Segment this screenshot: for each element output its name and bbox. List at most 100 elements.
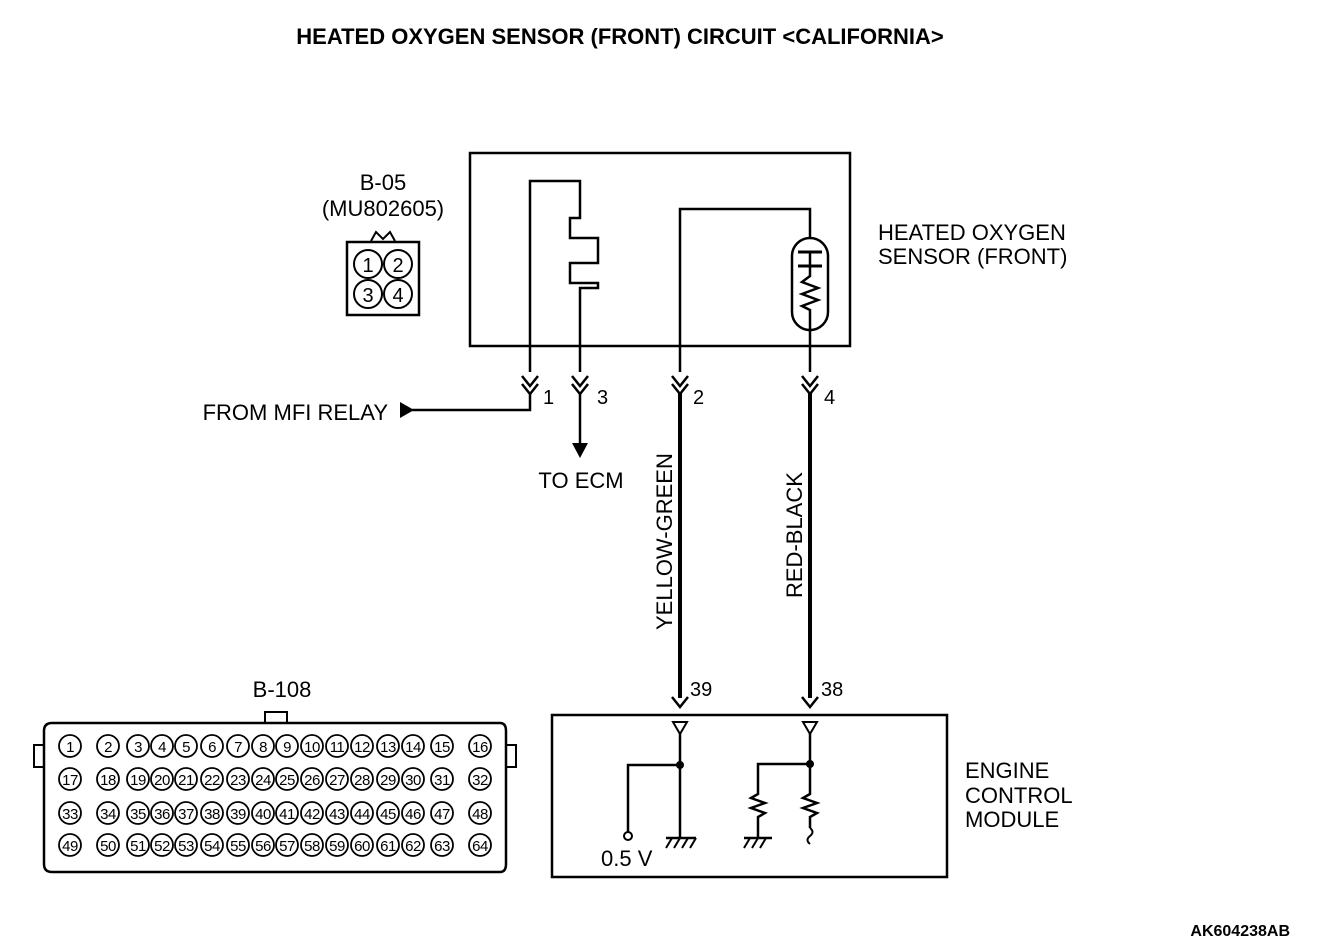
ecm-pin-label: 21 <box>178 772 194 789</box>
ecm-pin-circle <box>200 767 224 791</box>
sensor-connector-part: (MU802605) <box>322 196 444 221</box>
ecm-pin-label: 28 <box>354 772 370 789</box>
ecm-pin-label: 19 <box>130 772 146 789</box>
wire-color-red-black: RED-BLACK <box>782 472 807 598</box>
ecm-pin-label: 25 <box>279 772 295 789</box>
connector-pin: 2 <box>392 255 403 277</box>
wire-color-yellow-green: YELLOW-GREEN <box>652 453 677 630</box>
ecm-pin-label: 56 <box>255 838 271 855</box>
ecm-pin-circle <box>275 767 299 791</box>
connector-pin: 4 <box>392 285 403 307</box>
ecm-pin-label: 52 <box>154 838 170 855</box>
ecm-pin-circle <box>96 767 120 791</box>
terminal-2: 2 <box>693 387 704 409</box>
ecm-pin-circle <box>430 767 454 791</box>
ecm-pin-circle <box>350 833 374 857</box>
terminal-1: 1 <box>543 387 554 409</box>
ecm-pin-circle <box>350 734 374 758</box>
ecm-pin-label: 26 <box>304 772 320 789</box>
connector-key-mark <box>370 230 396 242</box>
ecm-pin-circle <box>174 767 198 791</box>
ecm-pin-label: 1 <box>66 739 74 756</box>
ecm-pin-label: 40 <box>255 806 271 823</box>
ecm-pin-label: 4 <box>158 739 166 756</box>
ecm-pin-label: 41 <box>279 806 295 823</box>
ecm-label-line1: ENGINE <box>965 758 1049 783</box>
ecm-pin-circle <box>350 767 374 791</box>
ecm-pin-circle <box>300 734 324 758</box>
sensor-connector: B-05 (MU802605) 1 2 3 4 <box>322 170 444 317</box>
ecm-pin-circle <box>251 833 275 857</box>
sensing-element <box>678 207 830 372</box>
ecm-pin-circle <box>300 767 324 791</box>
ecm-circuit-38 <box>743 721 821 849</box>
ecm-pin-label: 64 <box>472 838 488 855</box>
ecm-pin-label: 23 <box>230 772 246 789</box>
ecm-pin-label: 27 <box>329 772 345 789</box>
ecm-pin-label: 62 <box>405 838 421 855</box>
ecm-pin-circle <box>58 833 82 857</box>
ecm-pin-circle <box>226 801 250 825</box>
to-ecm-wire: TO ECM <box>538 392 624 493</box>
ecm-pin-circle <box>174 734 198 758</box>
sensor-terminals <box>521 375 819 397</box>
ecm-pin-circle <box>150 767 174 791</box>
ecm-pin-circle <box>376 801 400 825</box>
ecm-pin-label: 42 <box>304 806 320 823</box>
ecm-pin-label: 31 <box>434 772 450 789</box>
ecm-pin-circle <box>401 833 425 857</box>
ecm-pin-label: 57 <box>279 838 295 855</box>
ecm-pin-label: 55 <box>230 838 246 855</box>
ecm-pin-circle <box>401 767 425 791</box>
ecm-pin-circle <box>275 734 299 758</box>
ecm-pin-circle <box>96 734 120 758</box>
ecm-terminals <box>671 696 819 710</box>
ecm-pin-circle <box>401 734 425 758</box>
pulldown-resistor <box>747 790 769 838</box>
ecm-pin-label: 38 <box>204 806 220 823</box>
ecm-pin-circle <box>376 734 400 758</box>
ecm-pin-label: 58 <box>304 838 320 855</box>
ecm-pin-label: 32 <box>472 772 488 789</box>
ecm-pin-circle <box>325 734 349 758</box>
connector-body <box>345 240 421 317</box>
reference-voltage-terminal <box>623 831 633 841</box>
ecm-pin-label: 5 <box>182 739 190 756</box>
supply-symbol <box>806 827 814 845</box>
ecm-pin-label: 16 <box>472 739 488 756</box>
ecm-pin-circle <box>150 734 174 758</box>
bias-resistor <box>799 790 821 828</box>
ecm-pin-label: 48 <box>472 806 488 823</box>
ecm-pin-circle <box>430 801 454 825</box>
ecm-pin-circle <box>126 767 150 791</box>
ecm-pin-circle <box>468 801 492 825</box>
sensor-label-line1: HEATED OXYGEN <box>878 220 1066 245</box>
ecm-pin-circle <box>430 734 454 758</box>
ecm-pin-label: 7 <box>234 739 242 756</box>
ecm-pin-label: 13 <box>380 739 396 756</box>
ecm-pin-label: 8 <box>259 739 267 756</box>
ecm-pin-circle <box>468 767 492 791</box>
ecm-pin-label: 22 <box>204 772 220 789</box>
ecm-pin-circle <box>430 833 454 857</box>
ecm-pin-label: 54 <box>204 838 220 855</box>
relay-wire: FROM MFI RELAY <box>203 392 532 425</box>
ecm-pin-circle <box>468 734 492 758</box>
ecm-pin-circle <box>126 833 150 857</box>
sensor-resistor <box>798 266 822 332</box>
ecm-pin-label: 46 <box>405 806 421 823</box>
ecm-pin-label: 3 <box>134 739 142 756</box>
ecm-pin-label: 12 <box>354 739 370 756</box>
ecm-pin-label: 10 <box>304 739 320 756</box>
ecm-pin-circle <box>96 801 120 825</box>
ecm-pin-circle <box>325 767 349 791</box>
ecm-pin-circle <box>200 833 224 857</box>
connector-pin: 3 <box>362 285 373 307</box>
ecm-pin-label: 60 <box>354 838 370 855</box>
ecm-pin-label: 51 <box>130 838 146 855</box>
ecm-pin-circle <box>126 734 150 758</box>
ecm-pin-label: 35 <box>130 806 146 823</box>
ecm-pin-label: 61 <box>380 838 396 855</box>
ecm-connector-latch <box>264 711 288 724</box>
